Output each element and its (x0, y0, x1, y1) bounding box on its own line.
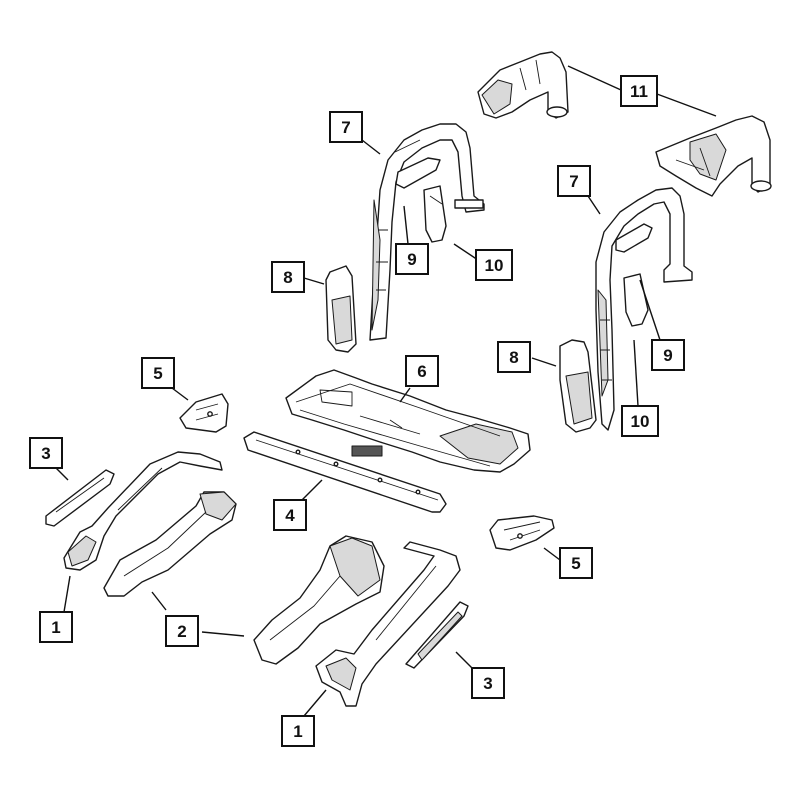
callout-4: 4 (273, 499, 307, 531)
callout-2-label: 2 (177, 622, 186, 641)
leader-9-left (403, 205, 409, 245)
part-11-left-cover (477, 51, 569, 119)
callout-5-right: 5 (559, 547, 593, 579)
part-10-right-trim (623, 273, 649, 327)
leader-8-right (531, 357, 557, 367)
callout-8-left: 8 (271, 261, 305, 293)
callout-3-right-label: 3 (483, 674, 492, 693)
callout-9-left-label: 9 (407, 250, 416, 269)
leader-7-right (587, 195, 601, 215)
callout-6-label: 6 (417, 362, 426, 381)
leader-11-b (656, 93, 717, 117)
callout-8-right-label: 8 (509, 348, 518, 367)
leader-2-right (201, 631, 245, 637)
callout-9-right: 9 (651, 339, 685, 371)
leader-10-right (633, 339, 639, 407)
leader-11-a (567, 65, 622, 91)
callout-7-right-label: 7 (569, 172, 578, 191)
leader-3-left (55, 467, 69, 481)
part-6-floor-panel (285, 369, 531, 473)
callout-5-left: 5 (141, 357, 175, 389)
callout-1-right-label: 1 (293, 722, 302, 741)
leader-8-left (303, 277, 325, 285)
callout-8-left-label: 8 (283, 268, 292, 287)
callout-5-right-label: 5 (571, 554, 580, 573)
leader-5-left (171, 387, 189, 401)
callout-8-right: 8 (497, 341, 531, 373)
leader-2-left (151, 591, 167, 611)
callout-11: 11 (620, 75, 658, 107)
leader-lines (55, 65, 717, 717)
callout-7-left-label: 7 (341, 118, 350, 137)
callout-10-right: 10 (621, 405, 659, 437)
callout-1-left: 1 (39, 611, 73, 643)
callout-11-label: 11 (630, 82, 648, 101)
callout-9-right-label: 9 (663, 346, 672, 365)
callout-4-label: 4 (285, 506, 295, 525)
part-2-left-trim (103, 491, 237, 597)
part-1-left-pillar (63, 451, 223, 571)
leader-1-left (63, 575, 71, 613)
callout-7-right: 7 (557, 165, 591, 197)
part-2-right-trim (253, 535, 385, 665)
callout-2: 2 (165, 615, 199, 647)
part-9-right-clip (615, 223, 653, 253)
part-8-left-trim (325, 265, 357, 353)
callout-10-right-label: 10 (631, 412, 650, 431)
callout-3-right: 3 (471, 667, 505, 699)
leader-6 (399, 387, 411, 403)
leader-5-right (543, 547, 561, 561)
part-5-right-bracket (489, 515, 555, 551)
leader-7-left (361, 139, 381, 155)
callout-10-left: 10 (475, 249, 513, 281)
part-10-left-trim (423, 185, 447, 243)
part-8-right-trim (559, 339, 597, 433)
leader-4 (301, 479, 323, 501)
part-7-right-rollbar-trim (595, 187, 693, 431)
part-5-left-bracket (179, 393, 229, 433)
callout-3-left: 3 (29, 437, 63, 469)
leader-10-left (453, 243, 479, 261)
part-3-left-sill (45, 469, 115, 527)
part-3-right-sill (405, 601, 469, 669)
callout-3-left-label: 3 (41, 444, 50, 463)
callout-5-left-label: 5 (153, 364, 162, 383)
callout-6: 6 (405, 355, 439, 387)
leader-9-right (639, 279, 661, 341)
callout-9-left: 9 (395, 243, 429, 275)
part-9-left-clip (395, 157, 441, 189)
part-4-cross-member (243, 431, 447, 513)
leader-1-right (303, 689, 327, 717)
callout-7-left: 7 (329, 111, 363, 143)
callout-1-right: 1 (281, 715, 315, 747)
part-1-right-pillar (315, 541, 461, 707)
part-11-right-cover (655, 115, 772, 197)
callout-10-left-label: 10 (485, 256, 504, 275)
callout-1-left-label: 1 (51, 618, 60, 637)
